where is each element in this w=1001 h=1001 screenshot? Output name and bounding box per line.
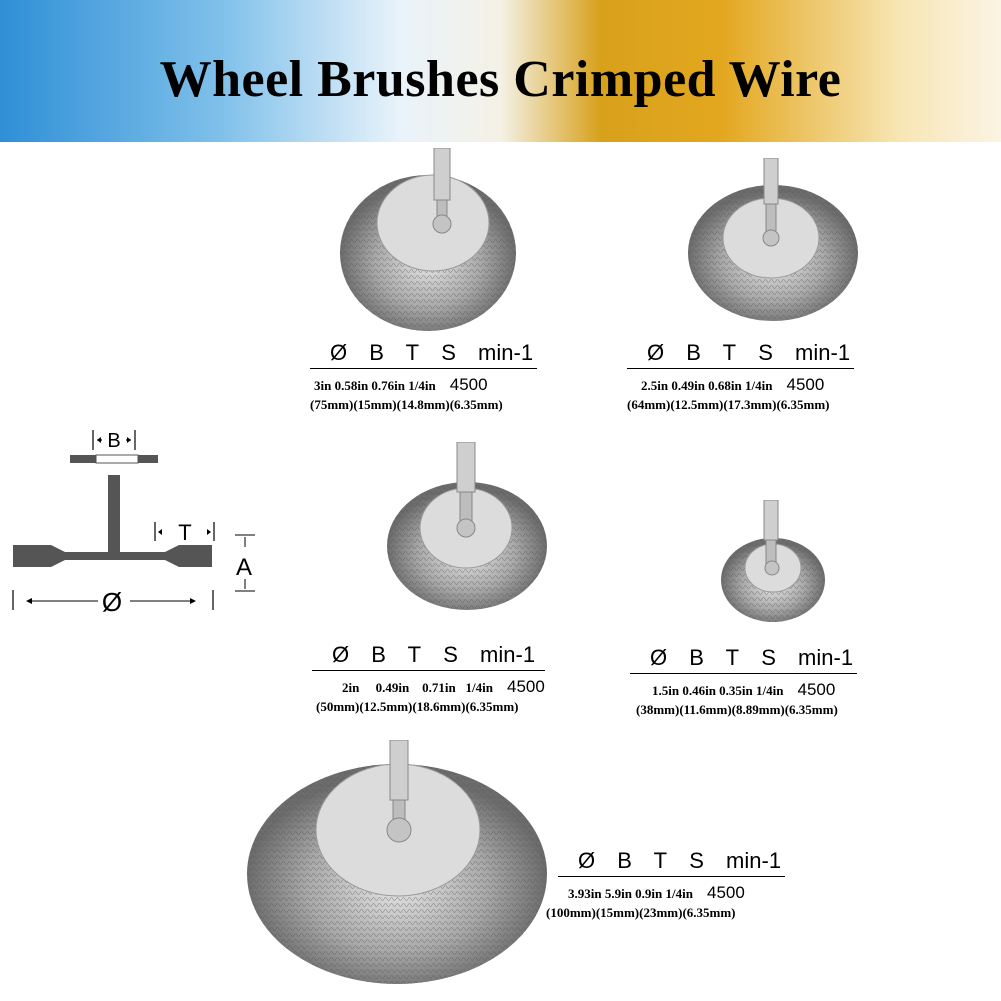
spec-row-mm: (50mm)(12.5mm)(18.6mm)(6.35mm) bbox=[316, 699, 519, 714]
inch-values: 3in 0.58in 0.76in 1/4in bbox=[314, 378, 436, 393]
rpm-value: 4500 bbox=[506, 677, 545, 696]
spec-row-inches: 3.93in 5.9in 0.9in 1/4in 4500 bbox=[558, 883, 785, 903]
rpm-value: 4500 bbox=[786, 375, 825, 394]
col-b: B bbox=[686, 340, 701, 365]
col-s: S bbox=[443, 642, 458, 667]
diagram-label-b: B bbox=[107, 430, 120, 452]
spec-row-mm: (64mm)(12.5mm)(17.3mm)(6.35mm) bbox=[627, 397, 830, 412]
col-s: S bbox=[758, 340, 773, 365]
inch-values: 2.5in 0.49in 0.68in 1/4in bbox=[641, 378, 773, 393]
col-rpm: min-1 bbox=[798, 645, 854, 670]
wire-brush-2in-image bbox=[387, 442, 547, 610]
spec-row-mm: (75mm)(15mm)(14.8mm)(6.35mm) bbox=[310, 397, 503, 412]
inch-values: 1.5in 0.46in 0.35in 1/4in bbox=[652, 683, 784, 698]
col-diameter: Ø bbox=[332, 642, 350, 667]
rpm-value: 4500 bbox=[706, 883, 745, 902]
spec-row-inches: 1.5in 0.46in 0.35in 1/4in 4500 bbox=[630, 680, 857, 700]
col-s: S bbox=[689, 848, 704, 873]
spec-header: Ø B T S min-1 bbox=[558, 848, 786, 877]
page-title: Wheel Brushes Crimped Wire bbox=[159, 51, 842, 108]
col-s: S bbox=[441, 340, 456, 365]
title-banner bbox=[0, 0, 1001, 142]
col-rpm: min-1 bbox=[795, 340, 851, 365]
col-rpm: min-1 bbox=[478, 340, 534, 365]
spec-header: Ø B T S min-1 bbox=[627, 340, 855, 369]
col-t: T bbox=[407, 642, 422, 667]
spec-2-5in: Ø B T S min-1 2.5in 0.49in 0.68in 1/4in 4… bbox=[627, 340, 855, 413]
col-diameter: Ø bbox=[330, 340, 348, 365]
spec-header: Ø B T S min-1 bbox=[312, 642, 545, 671]
col-b: B bbox=[369, 340, 384, 365]
col-t: T bbox=[653, 848, 668, 873]
rpm-value: 4500 bbox=[797, 680, 836, 699]
inch-values: 2in 0.49in 0.71in 1/4in bbox=[342, 680, 493, 695]
diagram-label-a: A bbox=[236, 554, 252, 581]
col-rpm: min-1 bbox=[480, 642, 536, 667]
spec-header: Ø B T S min-1 bbox=[310, 340, 538, 369]
col-b: B bbox=[371, 642, 386, 667]
col-t: T bbox=[722, 340, 737, 365]
col-t: T bbox=[725, 645, 740, 670]
spec-row-inches: 3in 0.58in 0.76in 1/4in 4500 bbox=[310, 375, 537, 395]
wire-brush-1-5in-image bbox=[721, 500, 825, 622]
spec-row-inches: 2.5in 0.49in 0.68in 1/4in 4500 bbox=[627, 375, 854, 395]
col-diameter: Ø bbox=[578, 848, 596, 873]
col-b: B bbox=[689, 645, 704, 670]
rpm-value: 4500 bbox=[449, 375, 488, 394]
dimension-diagram: B T A Ø bbox=[12, 430, 255, 617]
spec-3-93in: Ø B T S min-1 3.93in 5.9in 0.9in 1/4in 45… bbox=[546, 848, 786, 921]
col-diameter: Ø bbox=[647, 340, 665, 365]
wire-brush-2-5in-image bbox=[688, 158, 858, 321]
col-b: B bbox=[617, 848, 632, 873]
spec-header: Ø B T S min-1 bbox=[630, 645, 858, 674]
spec-row-mm: (100mm)(15mm)(23mm)(6.35mm) bbox=[546, 905, 736, 920]
col-t: T bbox=[405, 340, 420, 365]
spec-row-mm: (38mm)(11.6mm)(8.89mm)(6.35mm) bbox=[636, 702, 838, 717]
col-s: S bbox=[761, 645, 776, 670]
spec-1-5in: Ø B T S min-1 1.5in 0.46in 0.35in 1/4in 4… bbox=[630, 645, 858, 718]
spec-row-inches: 2in 0.49in 0.71in 1/4in 4500 bbox=[312, 677, 545, 697]
inch-values: 3.93in 5.9in 0.9in 1/4in bbox=[568, 886, 693, 901]
col-rpm: min-1 bbox=[726, 848, 782, 873]
wire-brush-3in-image bbox=[340, 148, 516, 331]
spec-3in: Ø B T S min-1 3in 0.58in 0.76in 1/4in 450… bbox=[310, 340, 538, 413]
diagram-label-diameter: Ø bbox=[102, 587, 122, 617]
wire-brush-3-93in-image bbox=[247, 740, 547, 984]
spec-2in: Ø B T S min-1 2in 0.49in 0.71in 1/4in 450… bbox=[312, 642, 545, 715]
col-diameter: Ø bbox=[650, 645, 668, 670]
diagram-label-t: T bbox=[178, 520, 191, 545]
